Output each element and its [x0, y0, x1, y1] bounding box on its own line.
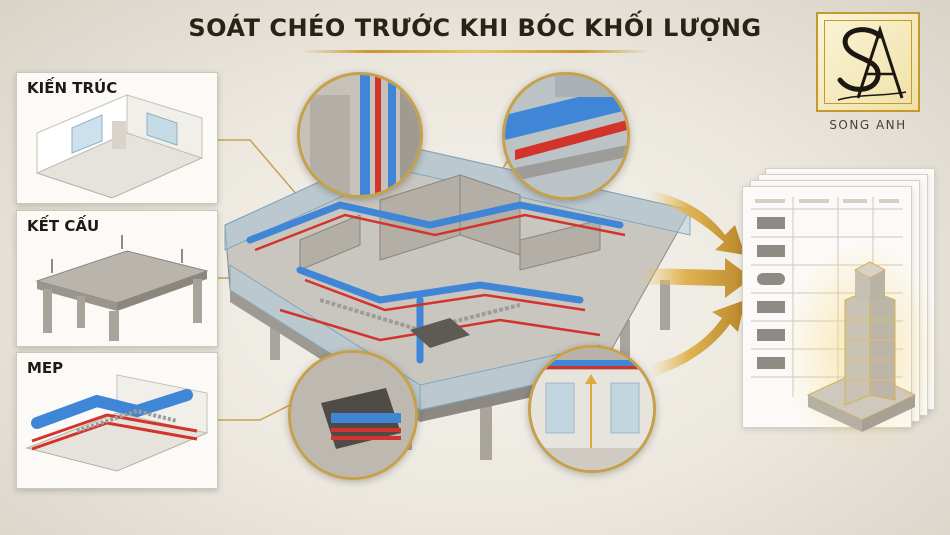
panel-structure: KẾT CẤU: [16, 210, 218, 347]
sa-monogram-icon: [837, 25, 907, 101]
panel-label-structure: KẾT CẤU: [27, 217, 100, 235]
panel-mep: MEP: [16, 352, 218, 489]
arrow-bottom-icon: [650, 300, 745, 378]
opening-detail-illustration: [291, 353, 415, 477]
page-title: SOÁT CHÉO TRƯỚC KHI BÓC KHỐI LƯỢNG: [188, 14, 762, 42]
zoom-detail-opening: [288, 350, 418, 480]
brand-name: SONG ANH: [829, 118, 907, 132]
panel-architecture: KIẾN TRÚC: [16, 72, 218, 204]
title-underline: [300, 50, 650, 53]
connector-mep: [216, 399, 301, 421]
panel-label-architecture: KIẾN TRÚC: [27, 79, 118, 97]
tray-detail-illustration: [505, 75, 627, 197]
logo-frame: [824, 20, 912, 104]
connector-architecture: [216, 139, 311, 211]
brand-logo: [816, 12, 920, 112]
zoom-detail-shaft: [297, 72, 423, 198]
architecture-model-illustration: [35, 94, 204, 199]
arrow-middle-icon: [640, 258, 752, 298]
structure-model-illustration: [35, 235, 209, 341]
height-detail-illustration: [531, 348, 653, 470]
zoom-detail-tray: [502, 72, 630, 200]
zoom-detail-height: [528, 345, 656, 473]
arrow-top-icon: [650, 190, 745, 255]
mep-model-illustration: [25, 374, 209, 472]
shaft-detail-illustration: [300, 75, 420, 195]
panel-label-mep: MEP: [27, 359, 64, 377]
